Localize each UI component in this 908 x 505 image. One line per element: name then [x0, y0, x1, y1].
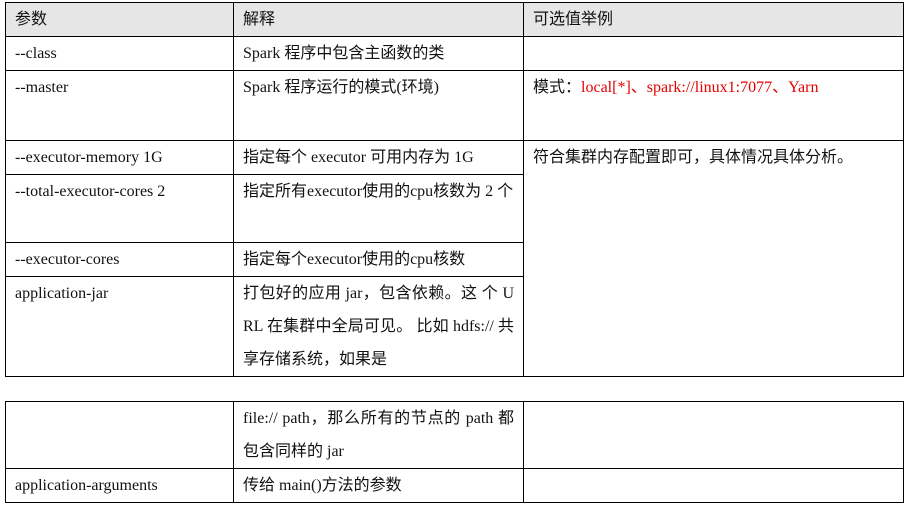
example-prefix: 模式：: [533, 79, 582, 96]
params-table-page1: 参数 解释 可选值举例 --class Spark 程序中包含主函数的类 --m…: [5, 2, 904, 377]
table-row: --executor-cores 指定每个executor使用的cpu核数: [5, 242, 904, 277]
param-cell: [5, 401, 234, 469]
param-cell: --total-executor-cores 2: [5, 174, 234, 243]
description-cell: 指定所有executor使用的cpu核数为 2 个: [233, 174, 524, 243]
table-row: --master Spark 程序运行的模式(环境) 模式：local[*]、s…: [5, 70, 904, 141]
param-cell: application-arguments: [5, 468, 234, 503]
example-cell-merged: 符合集群内存配置即可，具体情况具体分析。: [523, 140, 904, 377]
description-cell: 打包好的应用 jar，包含依赖。这 个 URL 在集群中全局可见。 比如 hdf…: [233, 276, 524, 377]
header-example: 可选值举例: [523, 2, 904, 37]
description-cell: Spark 程序运行的模式(环境): [233, 70, 524, 141]
params-table-page2: file:// path，那么所有的节点的 path 都包含同样的 jar ap…: [5, 401, 904, 503]
param-cell: --executor-memory 1G: [5, 140, 234, 175]
example-cell: [523, 468, 904, 503]
example-values: local[*]、spark://linux1:7077、Yarn: [581, 79, 819, 96]
description-cell: 指定每个 executor 可用内存为 1G: [233, 140, 524, 175]
table-row: file:// path，那么所有的节点的 path 都包含同样的 jar: [5, 401, 904, 469]
example-cell: [523, 36, 904, 71]
description-cell: file:// path，那么所有的节点的 path 都包含同样的 jar: [233, 401, 524, 469]
example-cell: 模式：local[*]、spark://linux1:7077、Yarn: [523, 70, 904, 141]
table-row: application-arguments 传给 main()方法的参数: [5, 468, 904, 503]
description-cell: 传给 main()方法的参数: [233, 468, 524, 503]
table-row: --total-executor-cores 2 指定所有executor使用的…: [5, 174, 904, 243]
header-param: 参数: [5, 2, 234, 37]
description-cell: Spark 程序中包含主函数的类: [233, 36, 524, 71]
example-cell: [523, 401, 904, 469]
description-cell: 指定每个executor使用的cpu核数: [233, 242, 524, 277]
param-cell: application-jar: [5, 276, 234, 377]
table-row: --class Spark 程序中包含主函数的类: [5, 36, 904, 71]
header-description: 解释: [233, 2, 524, 37]
table-row: application-jar 打包好的应用 jar，包含依赖。这 个 URL …: [5, 276, 904, 377]
table-header-row: 参数 解释 可选值举例: [5, 2, 904, 37]
param-cell: --class: [5, 36, 234, 71]
param-cell: --master: [5, 70, 234, 141]
param-cell: --executor-cores: [5, 242, 234, 277]
table-row: --executor-memory 1G 指定每个 executor 可用内存为…: [5, 140, 904, 377]
